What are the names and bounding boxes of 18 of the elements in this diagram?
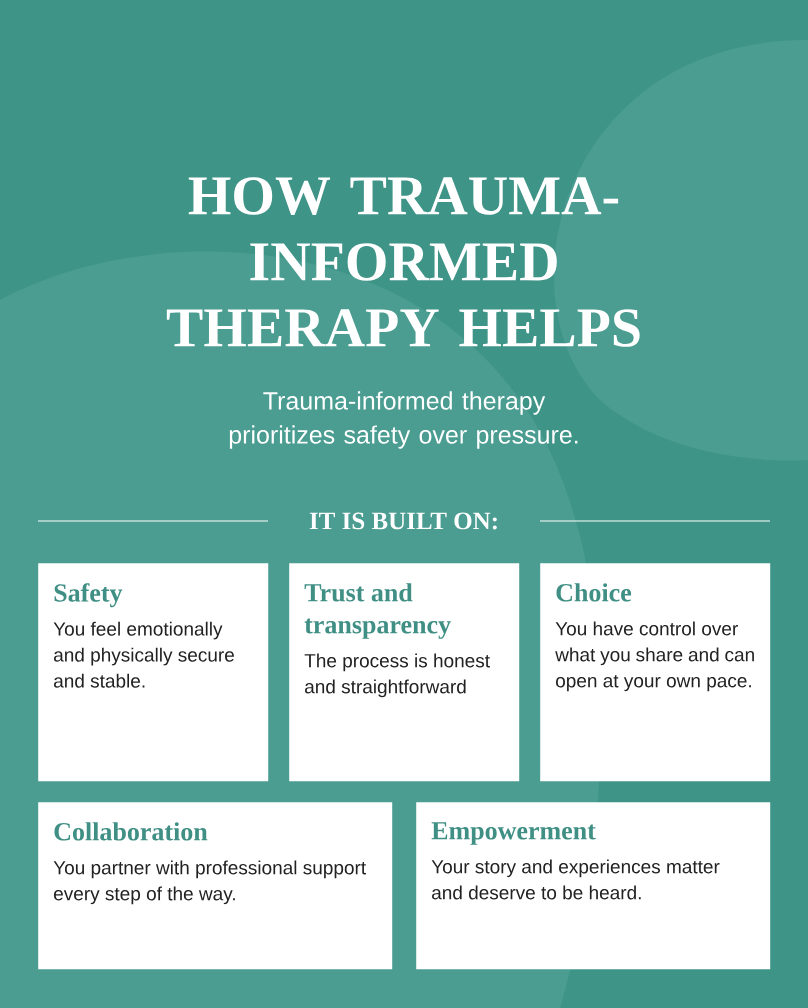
card-heading: Empowerment bbox=[431, 822, 596, 845]
section-heading: IT IS BUILT ON: bbox=[309, 512, 497, 530]
card-heading: Trust and transparency bbox=[304, 583, 451, 639]
card-text: You feel emotionally and physically secure and stable. bbox=[53, 621, 234, 688]
card-heading: Choice bbox=[556, 583, 632, 602]
card-text: The process is honest and straightforward bbox=[304, 653, 490, 698]
card bbox=[416, 802, 771, 970]
card-heading: Safety bbox=[54, 583, 123, 608]
title: HOW TRAUMA- INFORMED THERAPY HELPS bbox=[166, 177, 640, 347]
card-text: You have control over what you share and can open at your own pace. bbox=[555, 621, 754, 692]
card bbox=[540, 563, 771, 782]
card-text: Your story and experiences matter and deserve to be heard. bbox=[431, 859, 720, 900]
card-text: You partner with professional support every step of the way. bbox=[53, 860, 366, 905]
card-heading: Collaboration bbox=[54, 822, 208, 841]
card bbox=[38, 802, 393, 970]
subtitle: Trauma-informed therapy prioritizes safety over pressure. bbox=[229, 391, 578, 449]
card bbox=[38, 563, 269, 782]
card bbox=[289, 563, 520, 782]
